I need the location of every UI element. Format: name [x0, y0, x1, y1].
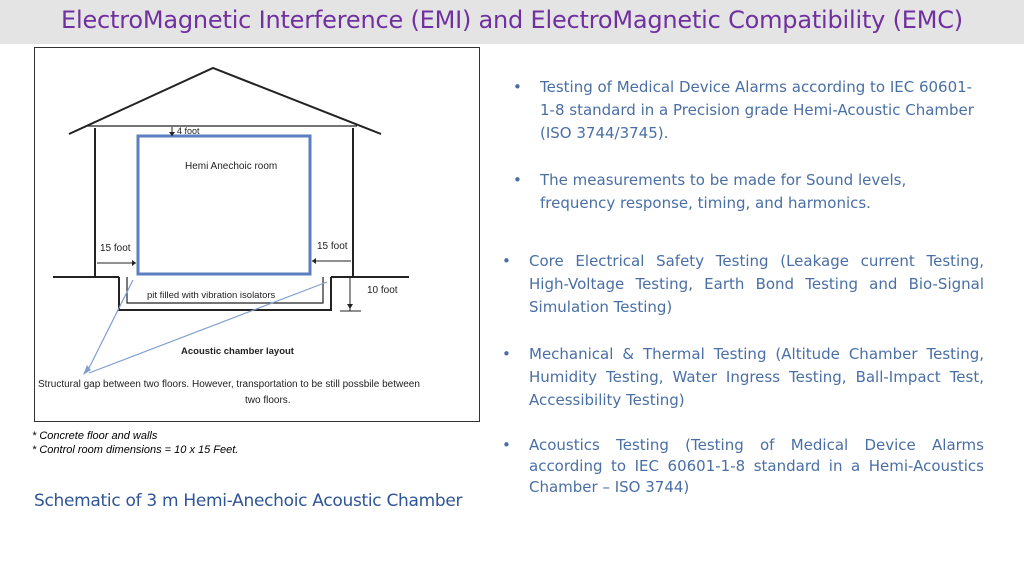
chamber-schematic: 4 foot Hemi Anechoic room 15 foot 15 foo…: [34, 47, 480, 422]
bullet-dot: •: [502, 345, 511, 363]
left-gap-arrowhead: [132, 260, 136, 266]
depth-label: 10 foot: [367, 285, 398, 296]
pit-label: pit filled with vibration isolators: [147, 290, 276, 301]
bullet-text: Testing of Medical Device Alarms accordi…: [540, 78, 974, 142]
bullet-dot: •: [502, 252, 511, 270]
bullet-electrical-safety: • Core Electrical Safety Testing (Leakag…: [502, 250, 984, 319]
bullet-mechanical-thermal: • Mechanical & Thermal Testing (Altitude…: [502, 343, 984, 412]
bullet-text: Acoustics Testing (Testing of Medical De…: [529, 436, 984, 496]
bullet-dot: •: [513, 78, 522, 96]
bullet-text: The measurements to be made for Sound le…: [540, 171, 907, 212]
top-gap-label: 4 foot: [177, 126, 200, 136]
hemi-anechoic-room: [136, 134, 312, 276]
top-gap-arrowhead: [169, 132, 175, 136]
right-gap-label: 15 foot: [317, 241, 348, 252]
bullet-text: Core Electrical Safety Testing (Leakage …: [529, 252, 984, 316]
layout-label: Acoustic chamber layout: [181, 346, 295, 357]
bullet-measurements: • The measurements to be made for Sound …: [513, 169, 960, 215]
title-bar: [0, 0, 1024, 44]
note-control-room: * Control room dimensions = 10 x 15 Feet…: [32, 444, 239, 456]
right-gap-arrowhead: [312, 258, 316, 264]
roof-line: [68, 66, 382, 135]
leader-arrowhead: [83, 365, 91, 375]
note-concrete: * Concrete floor and walls: [32, 430, 158, 442]
slide-title: ElectroMagnetic Interference (EMI) and E…: [61, 6, 963, 34]
leader-line-left: [86, 279, 134, 373]
pit-inner: [126, 277, 324, 304]
depth-arrowhead: [347, 304, 353, 309]
bullet-dot: •: [513, 171, 522, 189]
structural-note-line1: Structural gap between two floors. Howev…: [38, 379, 420, 390]
pit-outer: [118, 277, 332, 311]
chamber-drawing: 4 foot Hemi Anechoic room 15 foot 15 foo…: [38, 66, 420, 406]
bullet-acoustics: • Acoustics Testing (Testing of Medical …: [502, 435, 984, 498]
room-label: Hemi Anechoic room: [185, 161, 277, 172]
bullet-dot: •: [502, 436, 511, 454]
leader-line-right: [88, 281, 328, 374]
bullet-text: Mechanical & Thermal Testing (Altitude C…: [529, 345, 984, 409]
structural-note-line2: two floors.: [245, 395, 291, 406]
bullet-medical-alarms: • Testing of Medical Device Alarms accor…: [513, 76, 986, 145]
left-gap-label: 15 foot: [100, 243, 131, 254]
figure-caption: Schematic of 3 m Hemi-Anechoic Acoustic …: [34, 491, 463, 511]
